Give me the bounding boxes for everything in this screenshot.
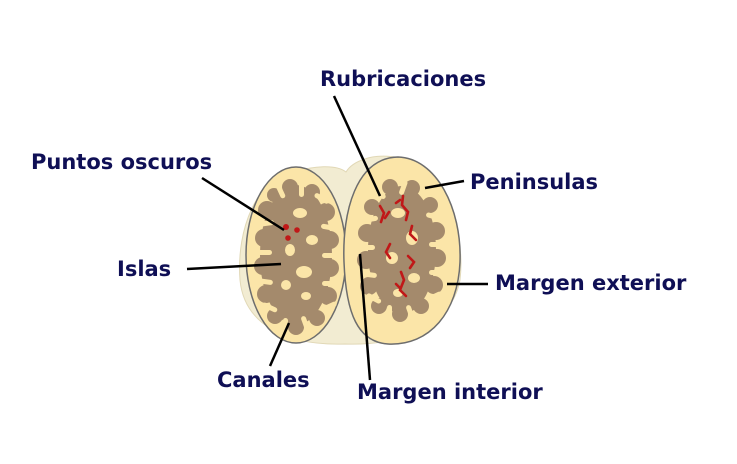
label-margen-interior: Margen interior xyxy=(357,380,543,404)
right-canals xyxy=(357,180,447,321)
leader-puntos-oscuros xyxy=(201,176,285,232)
leader-rubricaciones xyxy=(332,95,382,197)
label-canales: Canales xyxy=(217,368,310,392)
left-pattern xyxy=(254,179,339,335)
label-puntos-oscuros: Puntos oscuros xyxy=(31,150,212,174)
left-cell xyxy=(245,166,347,344)
left-canals xyxy=(254,181,340,334)
leader-islas xyxy=(186,262,282,271)
right-islands xyxy=(386,208,420,297)
label-margen-exterior: Margen exterior xyxy=(495,271,687,295)
label-peninsulas: Peninsulas xyxy=(470,170,598,194)
label-islas: Islas xyxy=(117,257,171,281)
rubrications xyxy=(378,194,418,298)
dark-spots xyxy=(283,224,300,241)
leader-margen-interior xyxy=(358,253,372,381)
left-islands xyxy=(281,208,318,300)
leader-canales xyxy=(268,322,291,367)
label-rubricaciones: Rubricaciones xyxy=(320,67,486,91)
leader-peninsulas xyxy=(424,179,465,190)
right-cell xyxy=(343,156,461,345)
